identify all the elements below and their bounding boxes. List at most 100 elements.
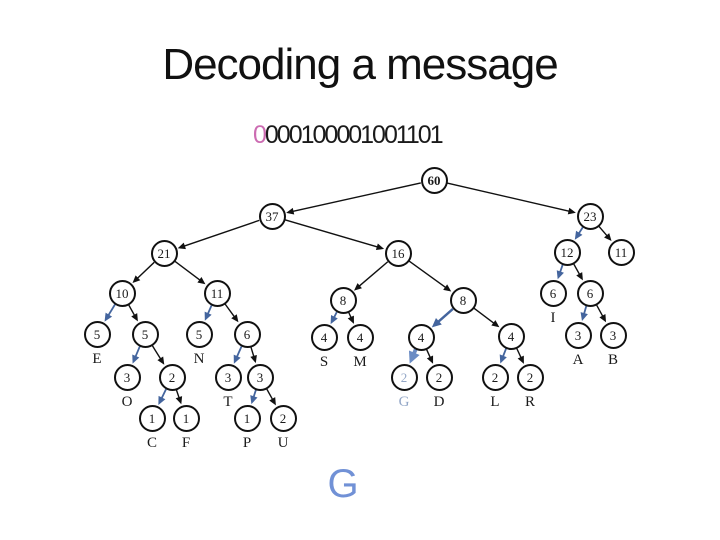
tree-edge-arrowhead <box>599 314 607 323</box>
tree-edge-arrowhead <box>177 242 186 250</box>
leaf-letter-P: P <box>242 435 252 451</box>
tree-edge-arrowhead <box>443 284 452 292</box>
tree-node-n6ab: 6 <box>576 279 604 307</box>
leaf-letter-O: O <box>121 394 133 410</box>
encoded-message-consumed-bit: 0 <box>253 121 267 149</box>
tree-node-n8g: 8 <box>449 286 477 314</box>
tree-edge-n16-n8g <box>408 260 447 289</box>
tree-node-n11sp: 11 <box>607 238 635 266</box>
tree-edge-n4gd-n2d <box>425 349 432 359</box>
leaf-letter-B: B <box>607 352 618 368</box>
leaf-letter-N: N <box>193 351 205 367</box>
tree-node-n2r: 2 <box>516 363 544 391</box>
tree-node-n16: 16 <box>384 239 412 267</box>
leaf-letter-S: S <box>319 354 329 370</box>
leaf-letter-U: U <box>277 435 289 451</box>
tree-edge-n5o-n2cf <box>151 345 162 360</box>
tree-edge-n10-n5e <box>107 304 116 316</box>
tree-node-n2cf: 2 <box>158 363 186 391</box>
tree-edge-n21-n10 <box>136 261 155 280</box>
tree-edge-n4lr-n2l <box>502 348 507 358</box>
tree-edge-arrowhead <box>517 355 524 364</box>
tree-edge-arrowhead <box>104 312 113 322</box>
tree-node-n1f: 1 <box>172 404 200 432</box>
tree-edge-n2cf-n1c <box>160 388 167 399</box>
tree-edge-n4lr-n2r <box>516 347 522 359</box>
tree-edge-arrowhead <box>567 207 576 215</box>
tree-node-n2d: 2 <box>425 363 453 391</box>
leaf-letter-T: T <box>223 394 233 410</box>
tree-edge-n12-n6ab <box>572 263 581 276</box>
tree-edge-n21-n11 <box>174 260 201 281</box>
tree-edge-n12-n6i <box>559 264 564 273</box>
tree-edge-n8g-n4lr <box>473 307 495 324</box>
tree-edge-arrowhead <box>132 354 140 364</box>
tree-node-n10: 10 <box>108 279 136 307</box>
tree-edge-n2cf-n1f <box>175 389 180 399</box>
encoded-message-remaining-bits: 000100001001101 <box>264 121 444 149</box>
leaf-letter-C: C <box>146 435 157 451</box>
tree-node-n2u: 2 <box>269 404 297 432</box>
tree-edge-n37-n21 <box>183 219 260 247</box>
tree-node-n11: 11 <box>203 279 231 307</box>
tree-edge-n6ab-n3a <box>583 305 588 315</box>
leaf-letter-G: G <box>398 394 410 410</box>
tree-edge-arrowhead <box>576 272 583 281</box>
leaf-letter-E: E <box>92 351 102 367</box>
tree-edge-arrowhead <box>574 230 583 240</box>
tree-edge-arrowhead <box>131 313 138 322</box>
tree-node-n4s: 4 <box>310 323 338 351</box>
tree-edge-arrowhead <box>132 275 141 283</box>
tree-edge-n37-n16 <box>284 219 379 248</box>
leaf-letter-A: A <box>572 352 584 368</box>
tree-edge-arrowhead <box>157 356 165 365</box>
tree-node-n21: 21 <box>150 239 178 267</box>
tree-node-n3t: 3 <box>214 363 242 391</box>
tree-edge-n3pu-n2u <box>265 388 274 401</box>
tree-node-n6i: 6 <box>539 279 567 307</box>
leaf-letter-M: M <box>353 354 367 370</box>
tree-edge-arrowhead <box>347 315 354 324</box>
tree-edge-arrowhead <box>204 311 212 321</box>
tree-edge-n11-n6t <box>224 303 236 318</box>
tree-edge-arrowhead <box>499 354 507 364</box>
tree-node-n3o: 3 <box>113 363 141 391</box>
tree-node-n3b: 3 <box>599 321 627 349</box>
tree-edge-n6t-n3pu <box>250 346 255 358</box>
tree-edge-arrowhead <box>556 270 564 280</box>
tree-edge-arrowhead <box>250 354 257 364</box>
tree-node-n5e: 5 <box>83 320 111 348</box>
tree-node-n3pu: 3 <box>246 363 274 391</box>
tree-edge-n5o-n3o <box>134 346 141 358</box>
tree-node-n5o: 5 <box>131 320 159 348</box>
tree-node-n4lr: 4 <box>497 322 525 350</box>
decoded-letter: G <box>327 462 359 506</box>
tree-node-n1p: 1 <box>233 404 261 432</box>
tree-edge-arrowhead <box>250 395 258 405</box>
tree-edge-n8g-n4gd <box>437 308 454 323</box>
tree-edge-arrowhead <box>426 355 434 364</box>
tree-edge-arrowhead <box>197 277 206 285</box>
tree-edge-n6ab-n3b <box>595 304 604 317</box>
tree-edge-n23-n12 <box>577 226 584 235</box>
tree-edge-n10-n5o <box>127 304 136 317</box>
tree-edge-n11-n5n <box>206 304 213 315</box>
tree-edge-arrowhead <box>269 397 276 406</box>
tree-node-n37: 37 <box>258 202 286 230</box>
leaf-letter-R: R <box>524 394 535 410</box>
tree-edge-n60-n37 <box>292 182 421 213</box>
tree-node-n23: 23 <box>576 202 604 230</box>
tree-node-n8s: 8 <box>329 286 357 314</box>
tree-node-n2g: 2 <box>390 363 418 391</box>
slide-title: Decoding a message <box>162 40 558 89</box>
leaf-letter-I: I <box>550 310 556 326</box>
tree-edge-n6t-n3t <box>235 345 243 358</box>
tree-edge-arrowhead <box>175 396 183 405</box>
tree-edge-arrowhead <box>286 207 295 215</box>
tree-edge-arrowhead <box>158 395 166 405</box>
tree-node-n6t: 6 <box>233 320 261 348</box>
tree-edge-arrowhead <box>491 320 500 328</box>
tree-node-n2l: 2 <box>481 363 509 391</box>
